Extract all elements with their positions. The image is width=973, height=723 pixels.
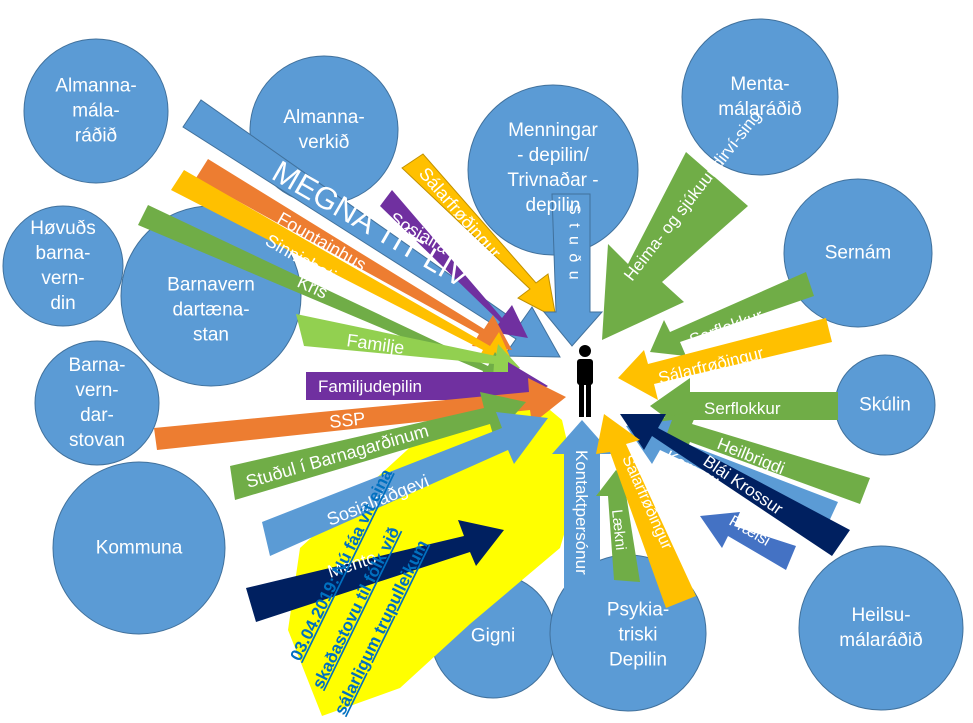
label-skulin: Skúlin <box>859 394 911 416</box>
label-barnaverndartaenastan: Barnavern dartæna- stan <box>167 274 255 346</box>
circle-mentamalaradid <box>681 18 839 176</box>
arrow-salar-top <box>401 153 557 319</box>
label-hovudsbarnaverndin: Høvuðs barna- vern- din <box>30 218 96 314</box>
circle-hovudsbarnaverndin <box>2 205 124 327</box>
circle-sernam <box>783 178 933 328</box>
label-mentamalaradid: Menta- málaráðið <box>718 74 802 120</box>
arrow-salar-bottom <box>596 414 696 608</box>
arrow-mento <box>246 520 504 622</box>
arrow-laekni <box>596 470 640 582</box>
arrow-blai-krossur <box>620 414 850 556</box>
label-psykiatriski: Psykia- triski Depilin <box>606 599 670 671</box>
arrow-kris <box>138 205 516 384</box>
arrow-heima <box>602 152 748 340</box>
label-almannamalaradid: Almanna- mála- ráðið <box>55 75 137 147</box>
arrow-studul-vertical <box>542 193 604 347</box>
arrow-megna <box>182 99 561 358</box>
arrow-label-studul-vertical: S t u ð u <box>566 204 583 282</box>
arrow-label-serflokkur-2: Serflokkur <box>704 399 781 418</box>
arrow-sosial <box>380 190 528 338</box>
label-kommuna: Kommuna <box>95 537 183 559</box>
arrow-label-familjudepilin: Familjudepilin <box>318 377 422 396</box>
label-heilsumalaradid: Heilsu- málaráðið <box>839 605 923 651</box>
arrow-salar-right <box>618 318 832 400</box>
label-gigni: Gigni <box>470 625 516 647</box>
arrow-sinnisbati <box>171 170 514 366</box>
circle-almannamalaradid <box>23 38 169 184</box>
arrow-label-ssp: SSP <box>328 408 366 432</box>
arrow-fountain <box>196 159 512 350</box>
arrow-studul <box>230 392 526 500</box>
arrow-serflokkur-2 <box>650 378 838 436</box>
arrow-serflokkur-1 <box>650 272 814 356</box>
label-barnaverndarstovan: Barna- vern- dar- stovan <box>68 355 126 451</box>
arrow-ssp <box>154 378 566 450</box>
circle-menningardepilin <box>467 84 639 256</box>
person-icon <box>577 345 593 417</box>
circle-heilsumalaradid <box>798 545 964 711</box>
circle-kommuna <box>52 461 226 635</box>
arrows-layer <box>138 99 870 716</box>
circle-barnaverndarstovan <box>34 340 160 466</box>
label-almannaverkid: Almanna- verkið <box>283 107 365 153</box>
arrow-fraelsi <box>700 512 796 570</box>
arrow-label-laekni: Lækni <box>608 509 629 551</box>
arrow-kontaktpersonur <box>552 420 612 628</box>
arrow-label-kontaktpersonur: Kontaktpersónur <box>572 450 591 575</box>
arrow-sosialradgevi <box>262 412 548 556</box>
arrow-familje <box>296 314 520 378</box>
label-menningardepilin: Menningar - depilin/ Trivnaðar - depilin <box>507 120 599 216</box>
label-sernam: Sernám <box>824 242 892 264</box>
arrow-heilbrigdi <box>652 410 870 504</box>
